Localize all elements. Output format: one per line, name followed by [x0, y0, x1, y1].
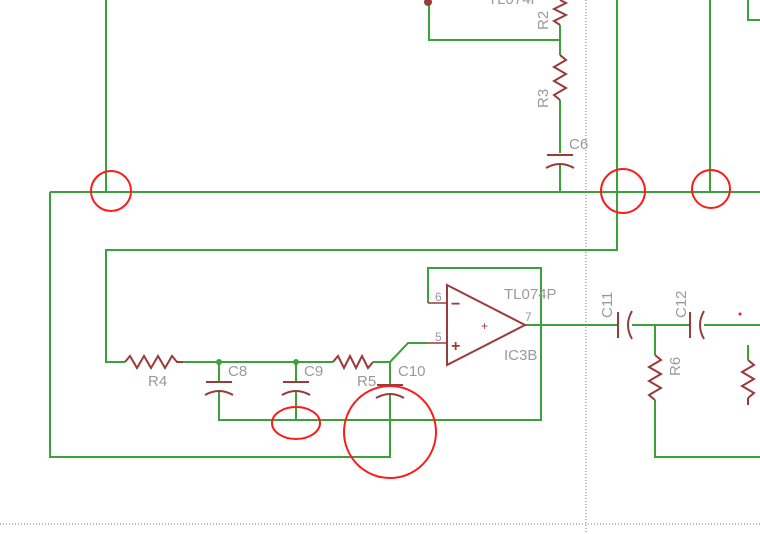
wires	[49, 0, 760, 458]
junction-top	[424, 0, 432, 6]
opamp-ic3b[interactable]: 6 5 7 − + + TL074P IC3B	[428, 283, 557, 367]
capacitor-c6[interactable]: C6	[545, 136, 588, 169]
capacitor-c12[interactable]: C12	[673, 290, 705, 340]
highlight-circle-center	[600, 168, 646, 214]
highlight-marks	[90, 168, 731, 479]
label-c9: C9	[304, 363, 323, 380]
wire-to-noninv	[389, 342, 428, 363]
pin-5-label: 5	[435, 330, 442, 344]
label-c11: C11	[599, 292, 616, 318]
junction-c8	[216, 359, 222, 365]
label-r4: R4	[148, 373, 167, 390]
label-r3: R3	[535, 89, 552, 108]
resistor-r3[interactable]: R3	[535, 54, 568, 108]
capacitor-c10[interactable]: C10	[375, 363, 426, 399]
resistor-r6[interactable]: R6	[647, 354, 684, 401]
highlight-circle-right	[691, 169, 731, 209]
plus-sign: +	[451, 338, 460, 355]
label-opamp-name: IC3B	[504, 347, 537, 364]
label-r5: R5	[357, 373, 376, 390]
highlight-ellipse-c9	[271, 406, 321, 440]
wire-top-branch	[428, 0, 560, 41]
wire-cap-return	[218, 325, 542, 421]
wire-right-top	[747, 0, 760, 21]
capacitor-c11[interactable]: C11	[599, 292, 633, 340]
center-plus: +	[481, 319, 488, 333]
junction-c9	[293, 359, 299, 365]
resistor-r5[interactable]: R5	[332, 353, 376, 390]
label-c10: C10	[398, 363, 426, 380]
resistor-r2[interactable]: R2	[535, 0, 569, 30]
label-r6: R6	[667, 357, 684, 376]
capacitor-c9[interactable]: C9	[281, 363, 323, 396]
wire-r6-bottom	[654, 400, 760, 458]
label-top-part: TL074P	[488, 0, 541, 8]
wire-feedback	[427, 267, 542, 325]
wire-inner-loop	[105, 0, 618, 363]
resistor-right-partial[interactable]	[740, 359, 756, 405]
wire-outer-loop	[49, 192, 391, 458]
stray-dot	[738, 312, 742, 316]
highlight-circle-left	[90, 170, 132, 212]
capacitor-c8[interactable]: C8	[204, 363, 247, 396]
label-c12: C12	[673, 290, 690, 318]
label-r2: R2	[535, 11, 552, 30]
label-c8: C8	[228, 363, 247, 380]
label-opamp-value: TL074P	[504, 286, 557, 303]
label-c6: C6	[569, 136, 588, 153]
pin-7-label: 7	[525, 310, 532, 324]
resistor-r4[interactable]: R4	[124, 354, 183, 390]
pin-6-label: 6	[435, 290, 442, 304]
highlight-circle-c10	[343, 385, 437, 479]
minus-sign: −	[451, 296, 460, 313]
